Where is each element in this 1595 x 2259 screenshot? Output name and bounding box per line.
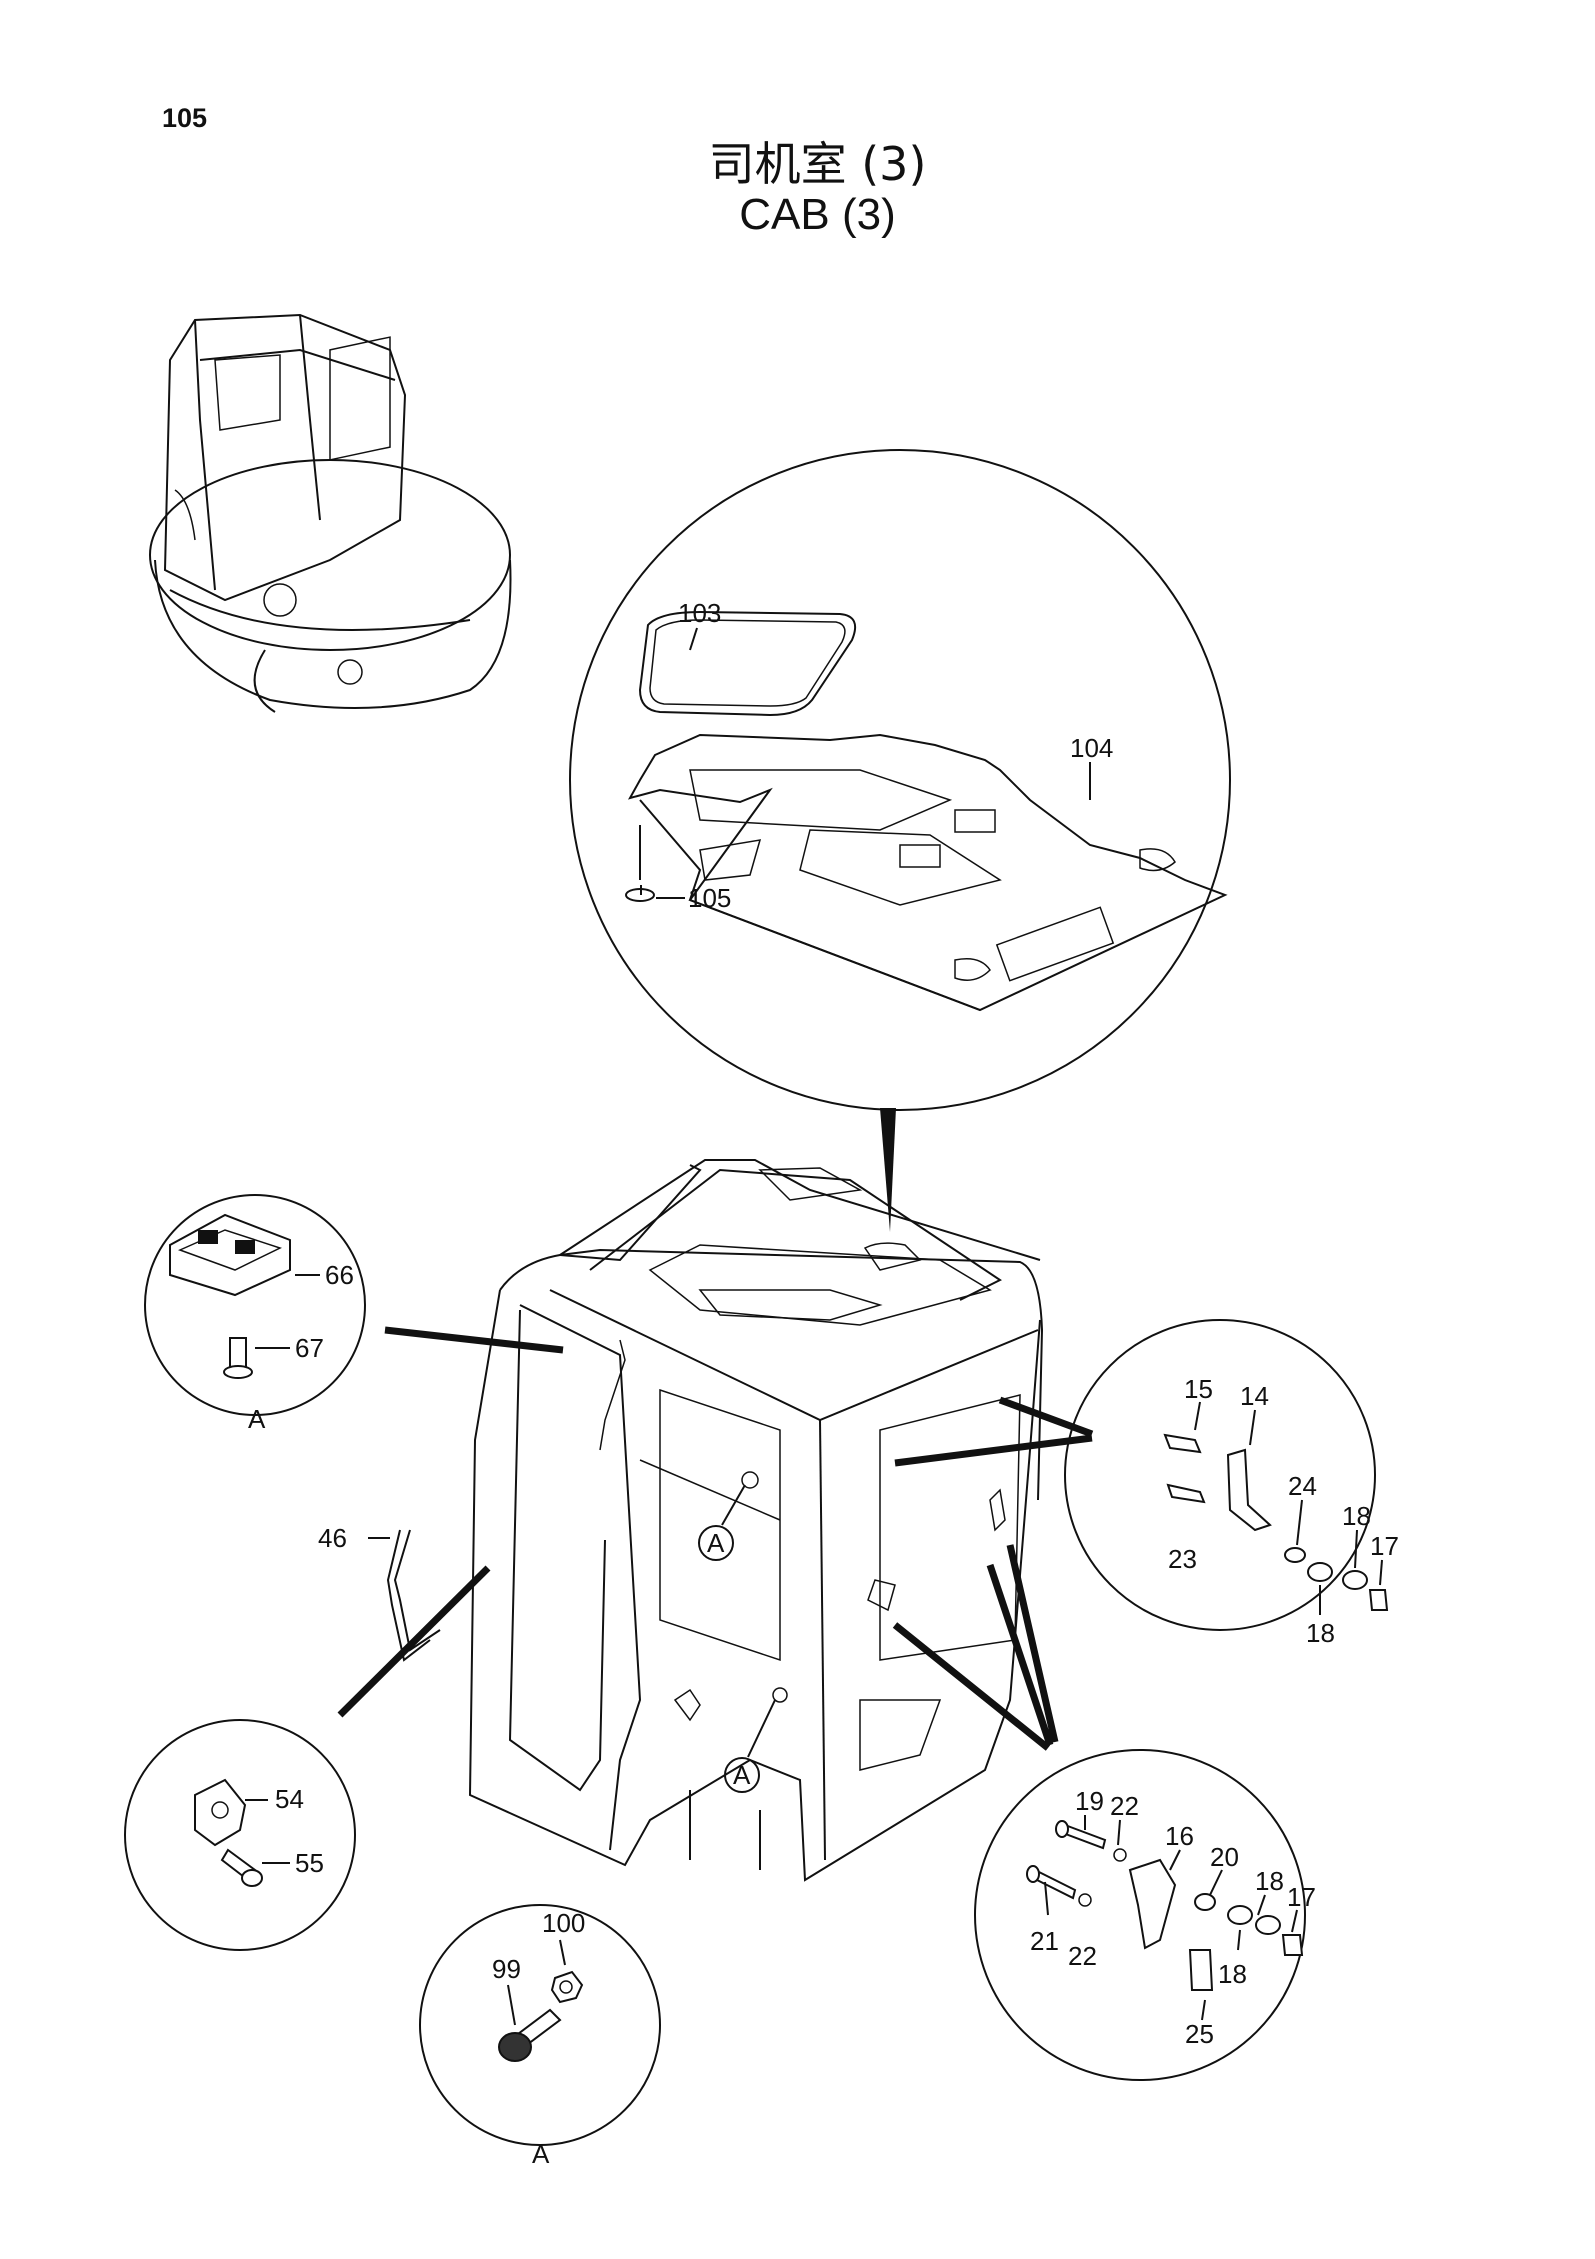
label-18-lower-b: 18 [1218,1959,1247,1989]
label-a-detail-99: A [532,2139,550,2169]
label-24: 24 [1288,1471,1317,1501]
label-66: 66 [325,1260,354,1290]
label-22-lower-a: 22 [1110,1791,1139,1821]
label-17-lower: 17 [1287,1882,1316,1912]
overview-machine-illustration [149,313,512,713]
detail-circle-54-55 [124,1565,491,1951]
label-21: 21 [1030,1926,1059,1956]
label-14: 14 [1240,1381,1269,1411]
label-a-marker-2: A [733,1760,751,1790]
label-19: 19 [1075,1786,1104,1816]
label-46: 46 [318,1523,347,1553]
roof-detail-circle [569,449,1231,1232]
label-23: 23 [1168,1544,1197,1574]
label-16: 16 [1165,1821,1194,1851]
page-number: 105 [162,103,208,133]
label-a-detail-66: A [248,1404,266,1434]
callout-labels: 103 104 105 66 67 A 46 A A 54 55 99 100 … [248,598,1399,2169]
label-100: 100 [542,1908,585,1938]
label-17-upper: 17 [1370,1531,1399,1561]
detail-circle-hinge-lower [892,1544,1306,2081]
label-54: 54 [275,1784,304,1814]
label-18-lower-a: 18 [1255,1866,1284,1896]
detail-circle-hinge-upper [894,1319,1389,1631]
label-18-upper-b: 18 [1306,1618,1335,1648]
label-99: 99 [492,1954,521,1984]
label-67: 67 [295,1333,324,1363]
label-25: 25 [1185,2019,1214,2049]
label-103: 103 [678,598,721,628]
detail-circle-66-67 [144,1194,564,1416]
label-15: 15 [1184,1374,1213,1404]
cab-main-illustration [368,1159,1044,1882]
label-55: 55 [295,1848,324,1878]
title-english: CAB (3) [739,190,896,239]
detail-circle-99-100 [419,1904,661,2146]
label-20: 20 [1210,1842,1239,1872]
label-22-lower-b: 22 [1068,1941,1097,1971]
label-a-marker-1: A [707,1528,725,1558]
label-18-upper-a: 18 [1342,1501,1371,1531]
title-chinese: 司机室 (3) [708,137,927,191]
label-104: 104 [1070,733,1113,763]
label-105: 105 [688,883,731,913]
